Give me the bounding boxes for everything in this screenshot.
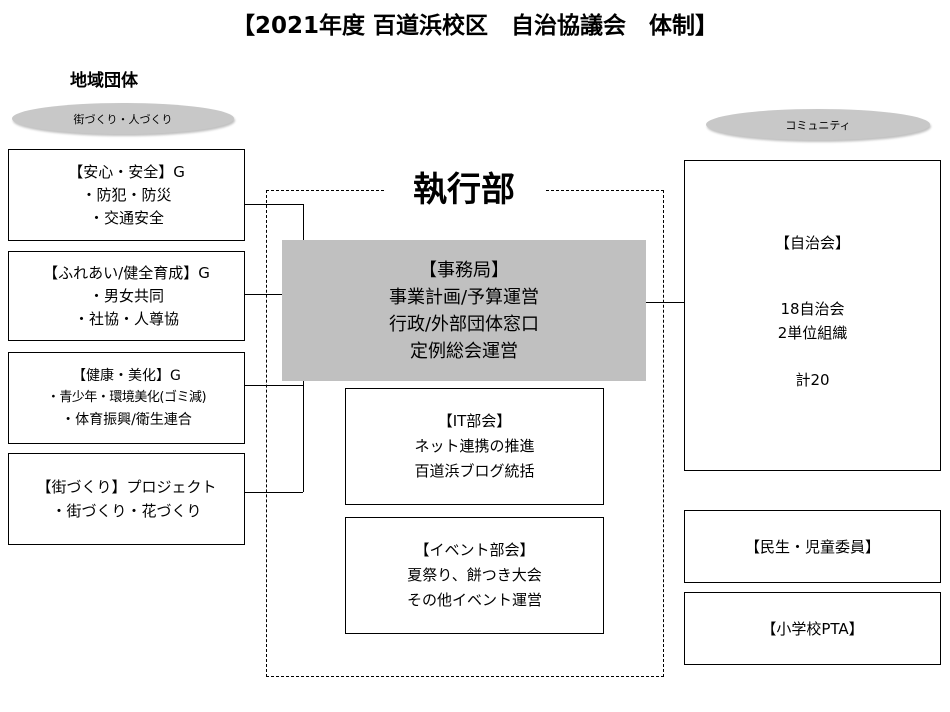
jimukyoku-box: 【事務局】 事業計画/予算運営 行政/外部団体窓口 定例総会運営 [282,240,646,381]
it-bukai-box: 【IT部会】 ネット連携の推進 百道浜ブログ統括 [345,388,604,505]
connector-line [244,492,303,493]
group-item: ・体育振興/衛生連合 [61,412,192,428]
group-item: ・防犯・防災 [81,185,172,204]
jimukyoku-item: 行政/外部団体窓口 [388,313,540,335]
group-box-anshin: 【安心・安全】G ・防犯・防災 ・交通安全 [8,149,245,241]
connector-line [303,204,304,240]
group-label: 【街づくり】プロジェクト [36,478,217,496]
it-bukai-heading: 【IT部会】 [437,412,512,430]
jichikai-units: 2単位組織 [777,324,848,342]
group-label: 【ふれあい/健全育成】G [43,263,210,282]
executive-title: 執行部 [384,162,544,211]
group-box-fureai: 【ふれあい/健全育成】G ・男女共同 ・社協・人尊協 [8,251,245,341]
connector-line [244,294,282,295]
jimukyoku-item: 事業計画/予算運営 [388,286,540,308]
jimukyoku-item: 定例総会運営 [410,340,518,362]
group-box-kenko: 【健康・美化】G ・青少年・環境美化(ゴミ減) ・体育振興/衛生連合 [8,352,245,444]
left-oval-label: 街づくり・人づくり [12,103,234,134]
group-item: ・街づくり・花づくり [51,502,202,520]
group-item: ・男女共同 [88,286,164,305]
jichikai-box: 【自治会】 18自治会 2単位組織 計20 [684,160,941,471]
connector-line [244,385,303,386]
minsei-label: 【民生・児童委員】 [744,538,880,556]
event-bukai-heading: 【イベント部会】 [414,541,535,559]
event-bukai-item: 夏祭り、餅つき大会 [407,566,542,584]
jimukyoku-heading: 【事務局】 [419,259,509,281]
connector-line [303,381,304,492]
group-item: ・交通安全 [88,208,164,227]
group-item: ・青少年・環境美化(ゴミ減) [46,390,207,405]
it-bukai-item: 百道浜ブログ統括 [414,462,535,480]
diagram-title: 【2021年度 百道浜校区 自治協議会 体制】 [231,13,719,39]
minsei-box: 【民生・児童委員】 [684,510,941,583]
pta-box: 【小学校PTA】 [684,592,941,665]
event-bukai-item: その他イベント運営 [406,591,542,609]
jichikai-count: 18自治会 [780,300,845,318]
it-bukai-item: ネット連携の推進 [414,437,535,455]
group-label: 【安心・安全】G [68,162,185,181]
pta-label: 【小学校PTA】 [761,620,864,638]
connector-line [646,302,684,303]
event-bukai-box: 【イベント部会】 夏祭り、餅つき大会 その他イベント運営 [345,517,604,634]
left-header: 地域団体 [70,71,138,91]
group-box-machizukuri: 【街づくり】プロジェクト ・街づくり・花づくり [8,453,245,545]
group-label: 【健康・美化】G [72,368,181,384]
jichikai-total: 計20 [795,371,830,389]
group-item: ・社協・人尊協 [73,309,179,328]
jichikai-heading: 【自治会】 [774,234,850,252]
right-oval-label: コミュニティ [706,109,930,140]
connector-line [244,204,303,205]
